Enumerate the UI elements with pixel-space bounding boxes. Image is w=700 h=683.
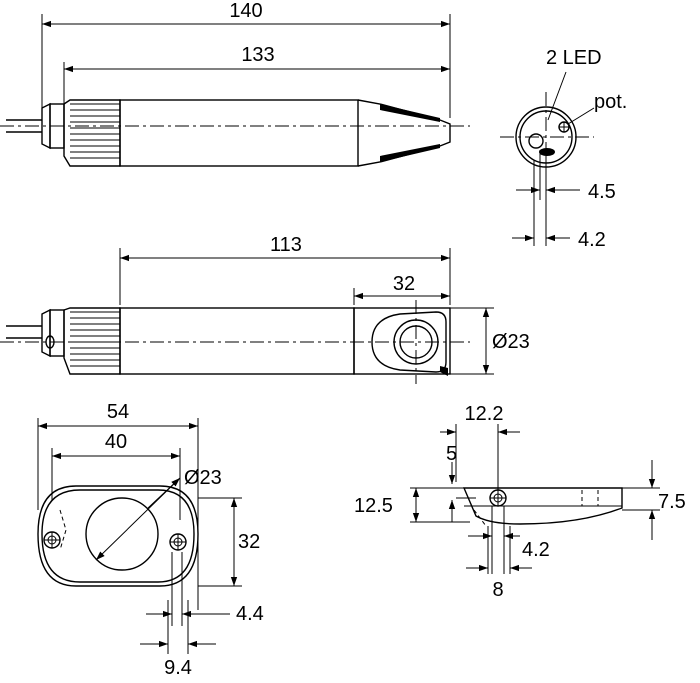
dim-54: 54 — [107, 401, 129, 423]
dim-140: 140 — [229, 0, 262, 22]
dim-4-2-end: 4.2 — [578, 229, 606, 251]
dim-32-head: 32 — [393, 273, 415, 295]
side-view-top: 140 133 — [0, 0, 470, 167]
label-pot: pot. — [594, 91, 627, 113]
end-view: 2 LED pot. 4.5 4.2 — [500, 47, 627, 251]
dim-32-bracket: 32 — [238, 531, 260, 553]
dim-4-4: 4.4 — [236, 603, 264, 625]
dim-5: 5 — [446, 443, 457, 465]
dim-133: 133 — [241, 44, 274, 66]
dim-12-5: 12.5 — [354, 495, 393, 517]
dim-9-4: 9.4 — [164, 657, 192, 679]
dim-113: 113 — [270, 234, 302, 256]
dim-4-2-bracket: 4.2 — [522, 539, 550, 561]
dim-diameter-23-side: Ø23 — [492, 331, 530, 353]
dim-12-2: 12.2 — [465, 403, 504, 425]
bracket-side-view: 12.2 5 12.5 7.5 4.2 — [354, 403, 686, 601]
dim-8: 8 — [492, 579, 503, 601]
dim-7-5: 7.5 — [658, 491, 686, 513]
dim-4-5: 4.5 — [588, 181, 616, 203]
dim-diameter-23-bracket: Ø23 — [184, 467, 222, 489]
bracket-top-view: 54 40 Ø23 32 4.4 — [37, 401, 264, 679]
side-view-bottom: 113 32 — [0, 234, 530, 384]
label-2-led: 2 LED — [546, 47, 602, 69]
dim-40: 40 — [105, 431, 127, 453]
